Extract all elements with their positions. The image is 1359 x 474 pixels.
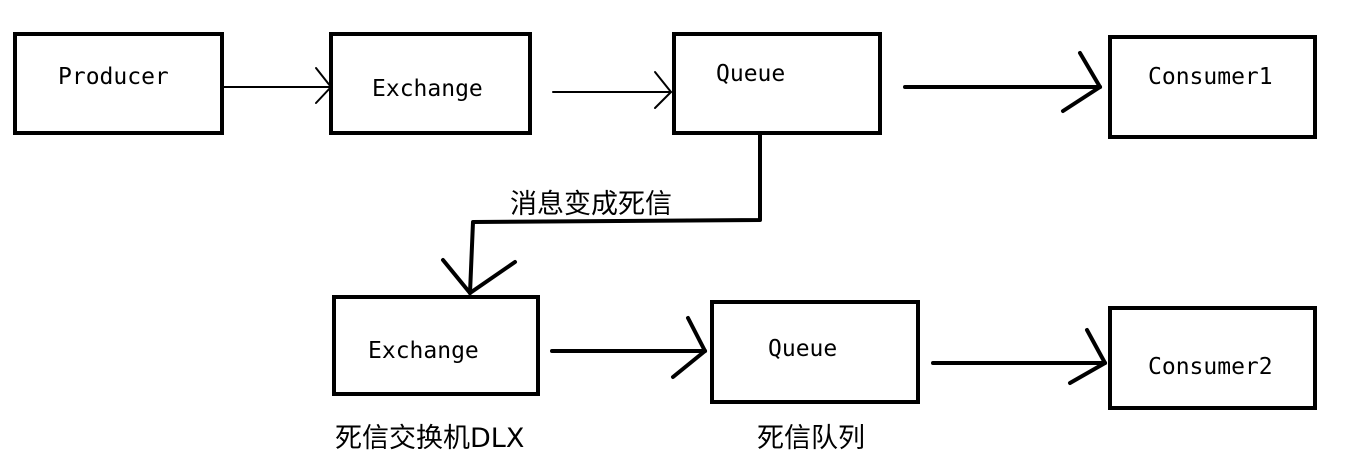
producer-label: Producer xyxy=(58,64,169,90)
arrow-head-upper xyxy=(1078,51,1102,89)
exchange-node: Exchange xyxy=(329,32,532,135)
exchange-label: Exchange xyxy=(372,76,483,102)
arrow-head-lower xyxy=(1068,361,1107,385)
dlx-queue-box xyxy=(710,300,920,404)
consumer2-box xyxy=(1108,306,1317,410)
producer-box xyxy=(13,32,224,135)
arrow-dlx-queue-to-consumer2 xyxy=(931,328,1107,385)
queue-label: Queue xyxy=(716,61,785,87)
arrow-head-left xyxy=(441,258,472,295)
dlx-exchange-caption: 死信交换机DLX xyxy=(335,423,524,454)
arrow-head xyxy=(315,67,332,104)
dlx-queue-node: Queue 死信队列 xyxy=(710,300,920,454)
arrow-head xyxy=(654,71,672,109)
arrow-shaft xyxy=(468,131,762,295)
producer-node: Producer xyxy=(13,32,224,135)
consumer1-node: Consumer1 xyxy=(1108,35,1317,139)
consumer2-label: Consumer2 xyxy=(1148,354,1273,380)
dead-letter-edge-label: 消息变成死信 xyxy=(510,189,672,220)
queue-box xyxy=(672,32,882,135)
dlx-exchange-box xyxy=(332,295,540,396)
arrow-exchange-to-queue xyxy=(552,71,672,109)
arrow-producer-to-exchange xyxy=(221,67,332,104)
arrow-head-lower xyxy=(1061,85,1102,113)
dlx-queue-label: Queue xyxy=(768,336,837,362)
exchange-box xyxy=(329,32,532,135)
arrow-queue-to-dlx-exchange xyxy=(441,131,762,295)
arrow-dlx-exchange-to-dlx-queue xyxy=(550,316,707,379)
dlx-exchange-label: Exchange xyxy=(368,338,479,364)
arrow-head-right xyxy=(468,260,517,295)
queue-node: Queue xyxy=(672,32,882,135)
arrow-head-upper xyxy=(686,316,707,353)
arrow-head-upper xyxy=(1085,328,1107,365)
consumer2-node: Consumer2 xyxy=(1108,306,1317,410)
consumer1-label: Consumer1 xyxy=(1148,64,1273,90)
arrow-head-lower xyxy=(671,349,707,379)
arrow-queue-to-consumer1 xyxy=(903,51,1102,113)
dlx-queue-caption: 死信队列 xyxy=(757,423,865,454)
dlx-exchange-node: Exchange 死信交换机DLX xyxy=(332,295,540,454)
consumer1-box xyxy=(1108,35,1317,139)
